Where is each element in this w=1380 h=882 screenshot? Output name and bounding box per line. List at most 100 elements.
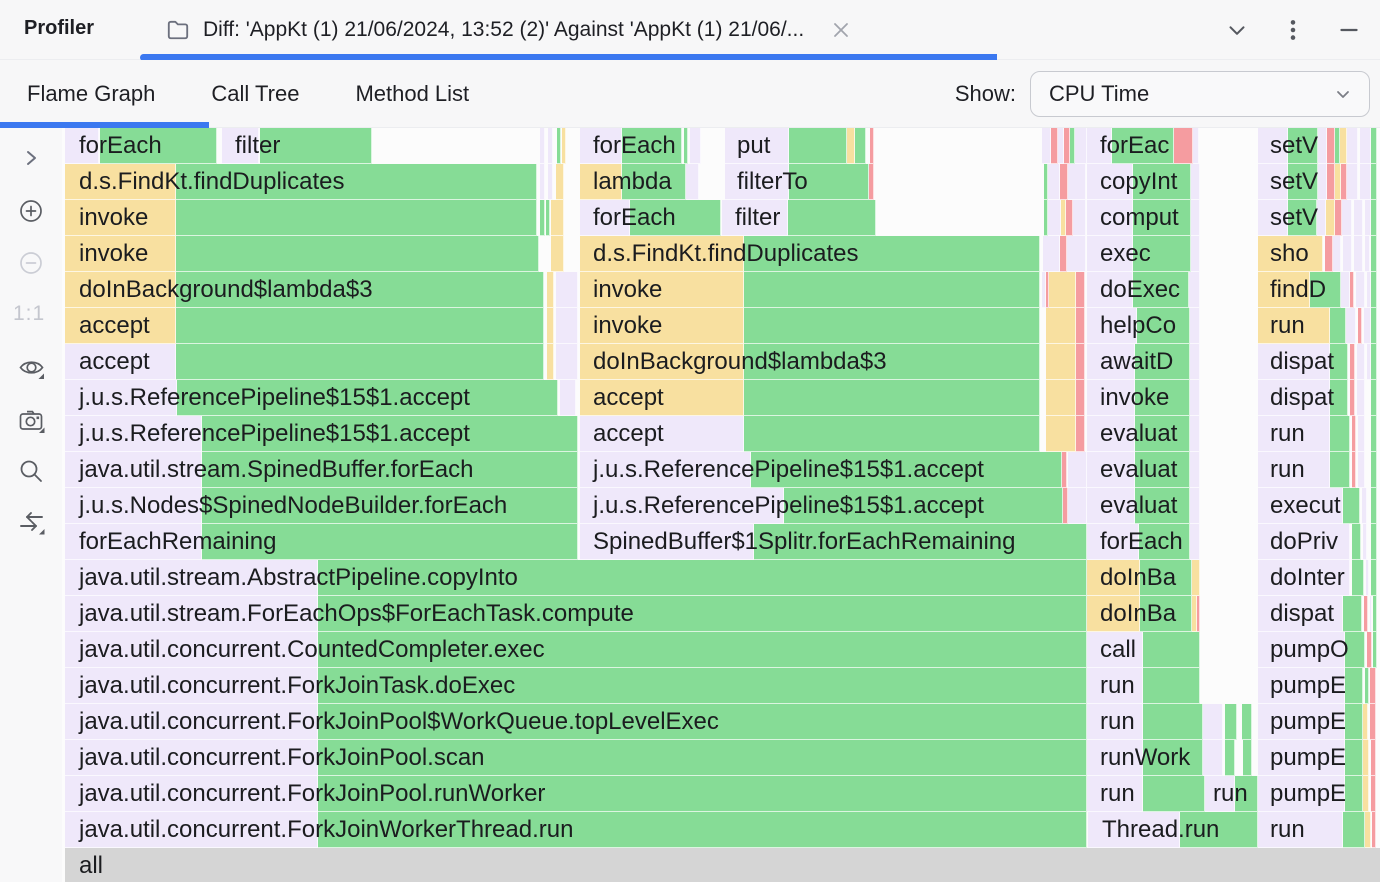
- flame-frame[interactable]: [1087, 668, 1143, 704]
- flame-frame[interactable]: [1191, 164, 1200, 200]
- flame-frame[interactable]: [1340, 128, 1347, 164]
- flame-frame[interactable]: [1242, 704, 1252, 740]
- flame-frame[interactable]: [1058, 128, 1064, 164]
- flame-frame[interactable]: [202, 452, 578, 488]
- flame-frame[interactable]: [1343, 488, 1360, 524]
- flame-frame[interactable]: [1046, 272, 1049, 308]
- flame-frame[interactable]: [318, 812, 1087, 848]
- flame-frame[interactable]: [580, 128, 622, 164]
- flame-frame[interactable]: [1363, 524, 1367, 560]
- flame-frame[interactable]: [1197, 596, 1200, 632]
- flame-frame[interactable]: [580, 200, 630, 236]
- flame-frame[interactable]: [1243, 740, 1252, 776]
- flame-frame[interactable]: [1087, 740, 1143, 776]
- flame-frame[interactable]: [1258, 416, 1330, 452]
- flame-frame[interactable]: [318, 776, 1087, 812]
- flame-frame[interactable]: [318, 560, 1087, 596]
- flame-frame[interactable]: [1258, 344, 1330, 380]
- flame-frame[interactable]: [1371, 524, 1377, 560]
- flame-frame[interactable]: [562, 128, 566, 164]
- flame-frame[interactable]: [318, 704, 1087, 740]
- flame-frame[interactable]: [744, 416, 1040, 452]
- flame-frame[interactable]: [1326, 200, 1335, 236]
- flame-frame[interactable]: [1370, 596, 1372, 632]
- flame-frame[interactable]: [1371, 776, 1376, 812]
- flame-frame[interactable]: [557, 128, 561, 164]
- flame-frame[interactable]: [547, 272, 554, 308]
- flame-frame[interactable]: [1258, 596, 1343, 632]
- flame-frame[interactable]: [1203, 740, 1223, 776]
- flame-frame[interactable]: [1258, 380, 1330, 416]
- flame-frame[interactable]: [1345, 668, 1363, 704]
- flame-frame[interactable]: [1060, 236, 1067, 272]
- flame-frame[interactable]: [847, 128, 855, 164]
- flame-frame[interactable]: [1365, 236, 1370, 272]
- flame-frame[interactable]: [65, 740, 318, 776]
- flame-frame[interactable]: [1258, 128, 1288, 164]
- flame-frame[interactable]: [1190, 524, 1200, 560]
- flame-frame[interactable]: [318, 668, 1087, 704]
- flame-frame[interactable]: [551, 200, 564, 236]
- flame-frame[interactable]: [556, 308, 578, 344]
- flame-frame[interactable]: [1358, 416, 1365, 452]
- flame-frame[interactable]: [1073, 200, 1086, 236]
- flame-frame[interactable]: [1358, 452, 1365, 488]
- flame-frame[interactable]: [540, 200, 545, 236]
- flame-frame[interactable]: [1318, 128, 1327, 164]
- flame-frame[interactable]: [1318, 164, 1327, 200]
- flame-frame[interactable]: [1068, 164, 1086, 200]
- flame-frame[interactable]: [1373, 596, 1377, 632]
- flame-frame[interactable]: [1310, 272, 1341, 308]
- tab-call-tree[interactable]: Call Tree: [211, 81, 300, 106]
- flame-frame[interactable]: [1143, 704, 1203, 740]
- flame-frame[interactable]: [1258, 488, 1343, 524]
- flame-frame[interactable]: [1352, 560, 1364, 596]
- flame-frame[interactable]: [1371, 272, 1377, 308]
- flame-frame[interactable]: [1087, 704, 1143, 740]
- flame-frame[interactable]: [260, 128, 372, 164]
- flame-frame[interactable]: [1190, 416, 1200, 452]
- flame-frame[interactable]: [1046, 416, 1076, 452]
- flame-frame[interactable]: [1364, 308, 1371, 344]
- chevron-down-icon[interactable]: [1224, 17, 1250, 43]
- zoom-out-icon[interactable]: [18, 250, 44, 276]
- flame-frame[interactable]: [1345, 776, 1363, 812]
- flame-frame[interactable]: [1051, 128, 1058, 164]
- flame-frame[interactable]: [65, 524, 202, 560]
- flame-frame[interactable]: [580, 452, 751, 488]
- flame-frame[interactable]: [318, 632, 1087, 668]
- flame-frame[interactable]: [1347, 128, 1358, 164]
- flame-frame[interactable]: [65, 668, 318, 704]
- flame-frame[interactable]: [1133, 236, 1191, 272]
- flame-frame[interactable]: [1327, 164, 1335, 200]
- flame-frame[interactable]: [560, 380, 576, 416]
- flame-frame[interactable]: [548, 128, 553, 164]
- flame-frame[interactable]: [1190, 308, 1200, 344]
- flame-frame[interactable]: [1371, 416, 1377, 452]
- flame-frame[interactable]: [1070, 128, 1075, 164]
- flame-frame[interactable]: [1288, 128, 1318, 164]
- flame-frame[interactable]: [1190, 488, 1200, 524]
- flame-frame[interactable]: [65, 164, 176, 200]
- flame-frame[interactable]: [1327, 128, 1335, 164]
- flame-frame[interactable]: [1317, 200, 1326, 236]
- flame-frame[interactable]: [1137, 308, 1190, 344]
- flame-frame[interactable]: [1135, 344, 1190, 380]
- flame-frame[interactable]: [547, 308, 554, 344]
- flame-frame[interactable]: [65, 380, 177, 416]
- expand-panel-icon[interactable]: [18, 145, 44, 171]
- flame-frame[interactable]: [1288, 164, 1318, 200]
- flame-frame[interactable]: [1357, 344, 1365, 380]
- flame-frame[interactable]: [1048, 200, 1061, 236]
- flame-frame[interactable]: [1371, 236, 1377, 272]
- flame-frame[interactable]: [690, 128, 701, 164]
- flame-frame[interactable]: [202, 488, 578, 524]
- compare-arrows-icon[interactable]: [18, 508, 45, 535]
- flame-frame[interactable]: [1046, 380, 1076, 416]
- flame-frame[interactable]: [1258, 704, 1345, 740]
- flame-frame[interactable]: [725, 128, 789, 164]
- flame-frame[interactable]: [580, 272, 744, 308]
- flame-frame[interactable]: [1135, 380, 1190, 416]
- flame-frame[interactable]: [1088, 812, 1180, 848]
- flame-frame[interactable]: [202, 416, 578, 452]
